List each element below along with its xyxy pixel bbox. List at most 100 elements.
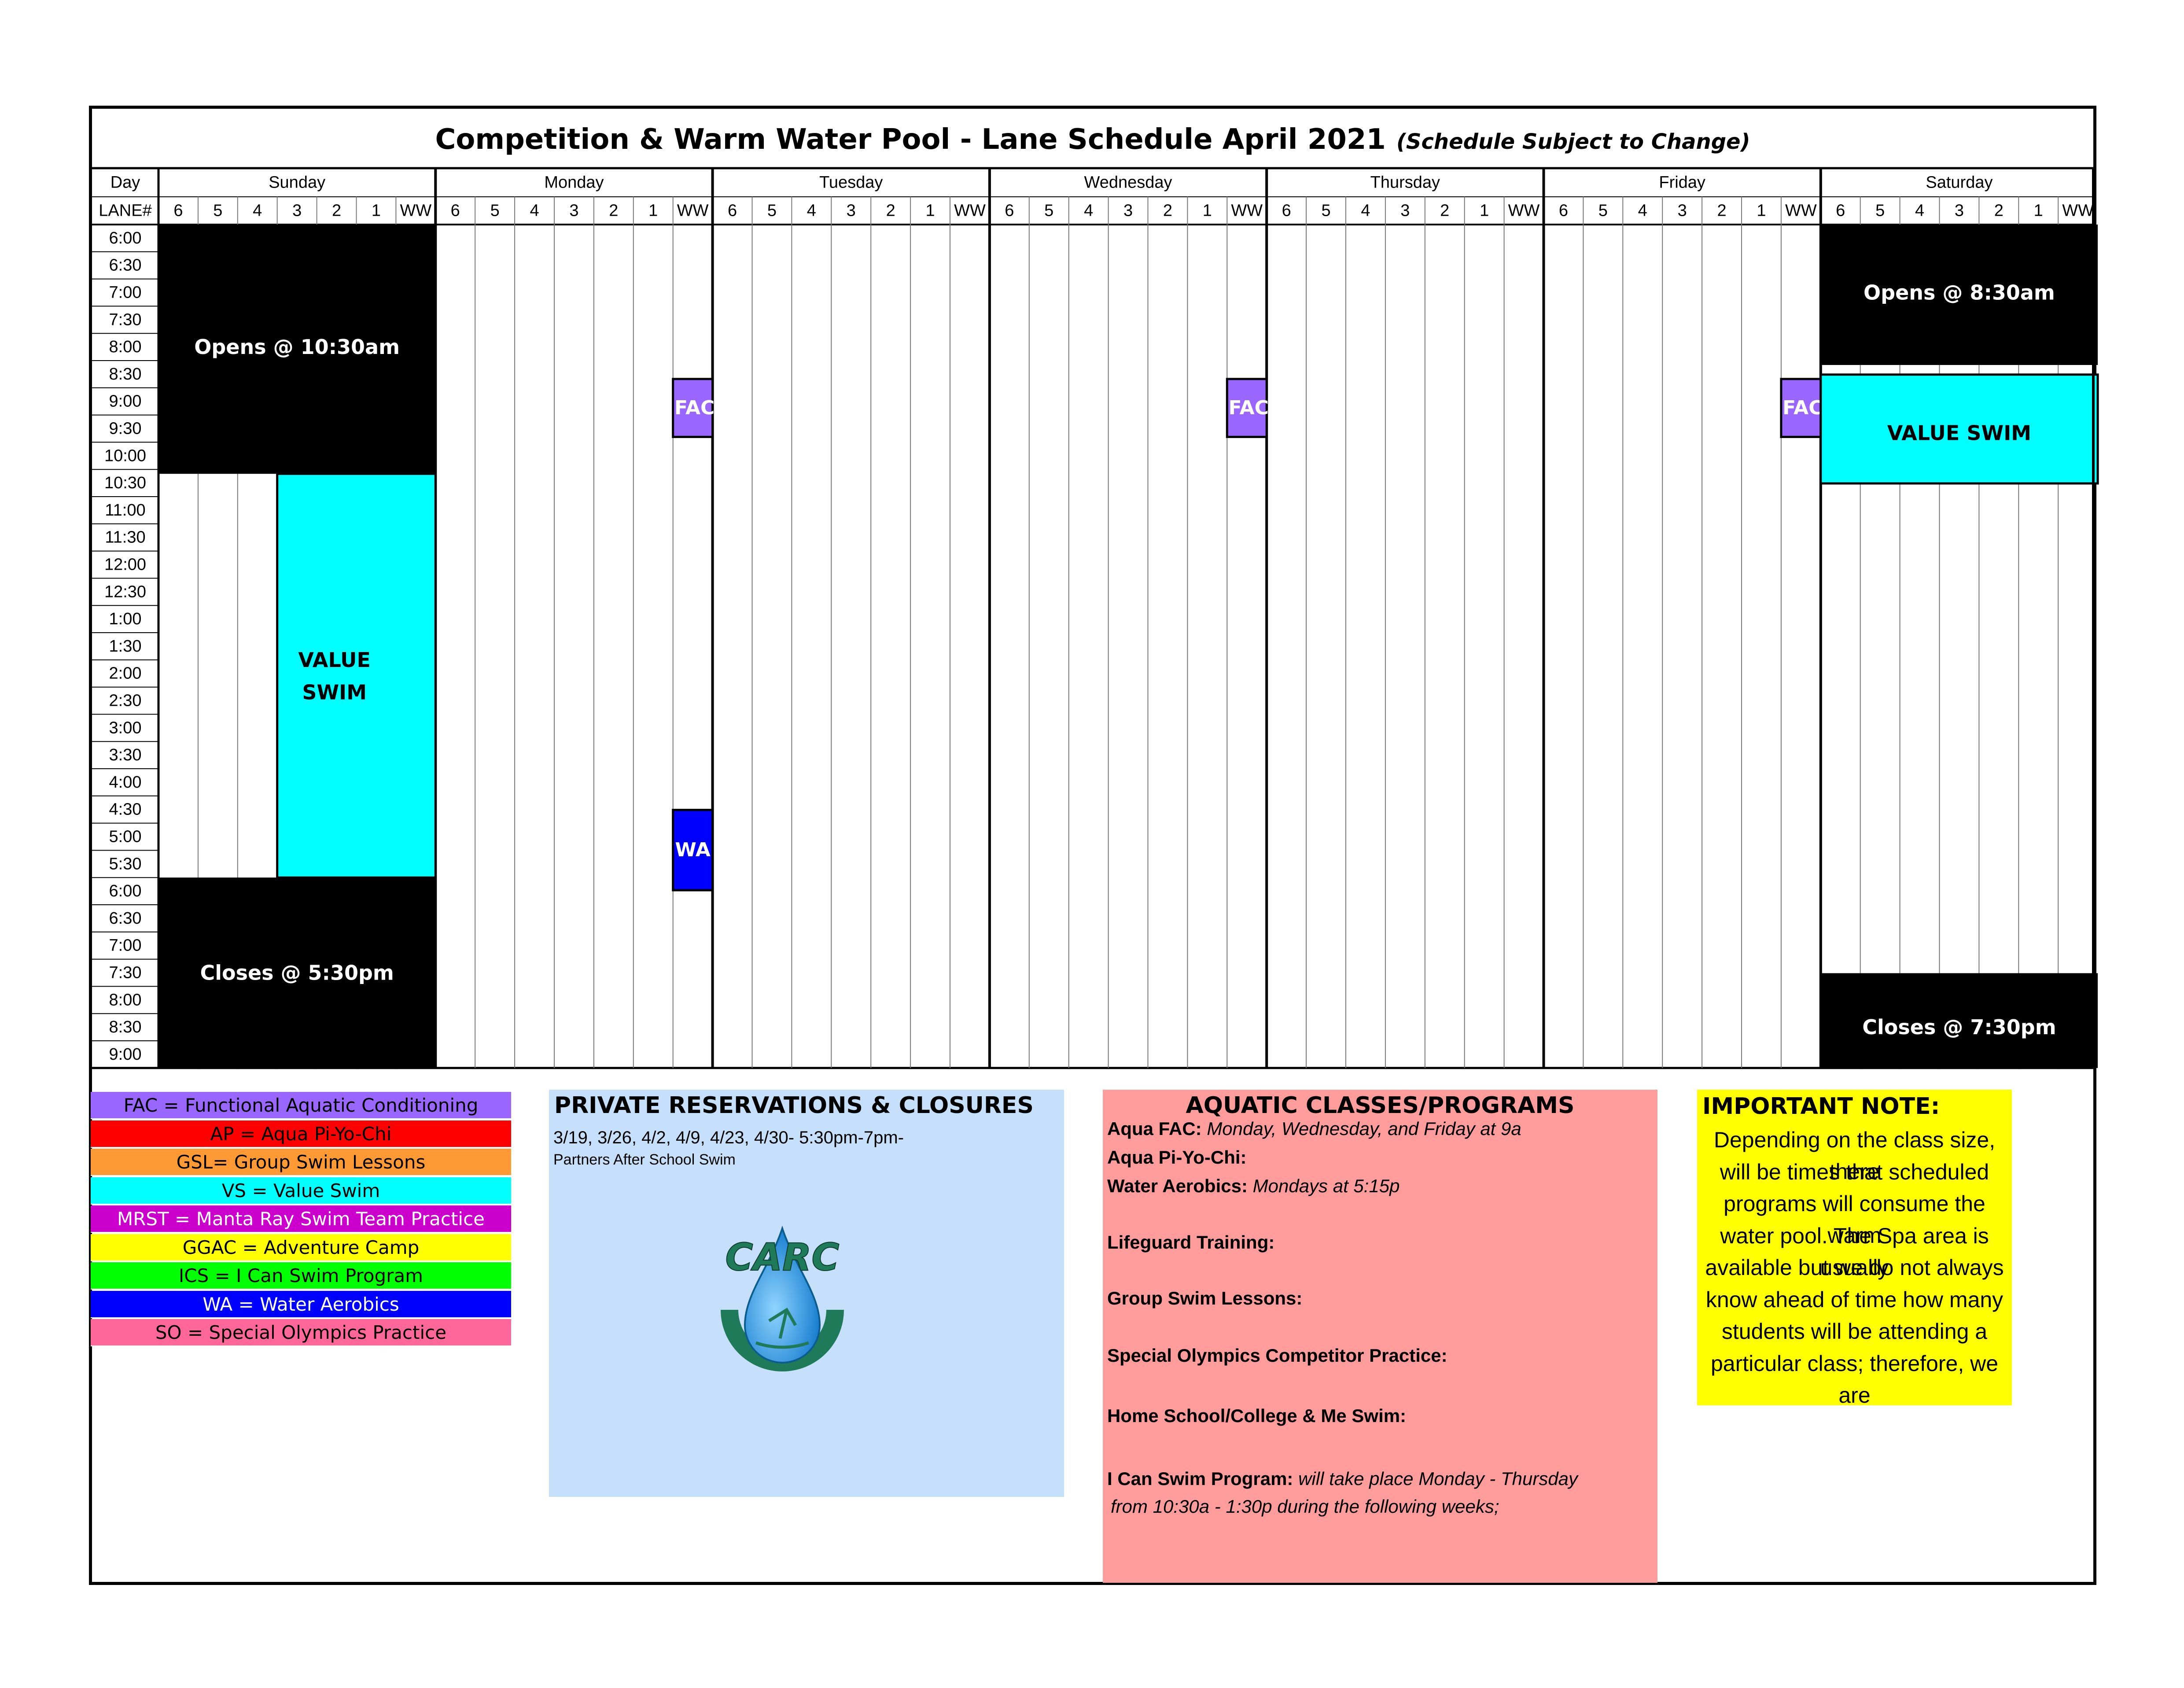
sunday-value-swim <box>276 472 437 879</box>
time-label-3: 7:30 <box>109 310 142 329</box>
lane-header-friday-3: 3 <box>1678 202 1687 220</box>
private-note: Partners After School Swim <box>553 1151 736 1168</box>
lane-header-thursday-ww: WW <box>1508 202 1540 220</box>
page-title: Competition & Warm Water Pool - Lane Sch… <box>92 111 2093 168</box>
day-header-saturday: Saturday <box>1926 173 1992 192</box>
lane-header-saturday-5: 5 <box>1875 202 1885 220</box>
lane-header-thursday-1: 1 <box>1480 202 1489 220</box>
time-label-24: 6:00 <box>109 882 142 900</box>
time-label-22: 5:00 <box>109 828 142 846</box>
saturday-value-swim <box>1819 373 2099 485</box>
lane-header-monday-5: 5 <box>490 202 500 220</box>
aquatic-item-detail: will take place Monday - Thursday <box>1293 1468 1578 1489</box>
fac-label-wednesday: FAC <box>1229 397 1269 419</box>
aquatic-item-label: Aqua FAC: <box>1107 1118 1202 1139</box>
lane-header-monday-4: 4 <box>530 202 539 220</box>
title-main: Competition & Warm Water Pool - Lane Sch… <box>435 123 1386 156</box>
aquatic-item-3: Lifeguard Training: <box>1107 1230 1274 1255</box>
aquatic-item-label: Group Swim Lessons: <box>1107 1288 1303 1308</box>
lane-header-label: LANE# <box>99 202 151 220</box>
time-label-16: 2:00 <box>109 664 142 683</box>
lane-header-tuesday-4: 4 <box>807 202 816 220</box>
logo-text: CARC <box>725 1235 839 1279</box>
legend-item-4: MRST = Manta Ray Swim Team Practice <box>91 1205 511 1233</box>
time-label-12: 12:00 <box>104 556 146 574</box>
lane-header-monday-2: 2 <box>609 202 618 220</box>
day-header-monday: Monday <box>544 173 604 192</box>
time-label-25: 6:30 <box>109 909 142 928</box>
legend-item-1: AP = Aqua Pi-Yo-Chi <box>91 1120 511 1148</box>
lane-header-friday-6: 6 <box>1559 202 1568 220</box>
lane-header-saturday-2: 2 <box>1994 202 2004 220</box>
carc-logo: CARC <box>721 1225 844 1371</box>
lane-header-saturday-4: 4 <box>1915 202 1924 220</box>
time-label-8: 10:00 <box>104 446 146 465</box>
lane-header-tuesday-ww: WW <box>954 202 986 220</box>
logo-drop <box>744 1225 821 1364</box>
lane-header-friday-1: 1 <box>1757 202 1766 220</box>
saturday-closed-evening <box>1820 973 2098 1068</box>
lane-header-saturday-1: 1 <box>2034 202 2043 220</box>
aquatic-heading: AQUATIC CLASSES/PROGRAMS <box>1186 1092 1575 1119</box>
saturday-open-label: Opens @ 8:30am <box>1864 281 2055 305</box>
time-label-7: 9:30 <box>109 420 142 438</box>
day-header-thursday: Thursday <box>1370 173 1440 192</box>
time-label-11: 11:30 <box>105 528 145 547</box>
logo-swimmer <box>755 1308 810 1349</box>
lane-header-wednesday-3: 3 <box>1123 202 1133 220</box>
note-line-3: water pool. The Spa area is usually <box>1720 1223 1989 1280</box>
title-note: (Schedule Subject to Change) <box>1396 129 1750 154</box>
important-note-panel: IMPORTANT NOTE: Depending on the class s… <box>1697 1090 2012 1408</box>
time-label-28: 8:00 <box>109 991 142 1009</box>
time-label-17: 2:30 <box>109 692 142 710</box>
sunday-closed-evening <box>158 877 436 1068</box>
time-label-30: 9:00 <box>109 1045 142 1064</box>
lane-header-sunday-3: 3 <box>292 202 302 220</box>
time-label-23: 5:30 <box>109 855 142 873</box>
time-label-26: 7:00 <box>109 936 142 955</box>
fac-block-monday <box>672 378 714 438</box>
aquatic-item-label: Water Aerobics: <box>1107 1176 1248 1196</box>
lane-header-thursday-5: 5 <box>1321 202 1330 220</box>
aquatic-item-2: Water Aerobics: Mondays at 5:15p <box>1107 1173 1400 1199</box>
lane-header-monday-3: 3 <box>569 202 578 220</box>
legend-item-6: ICS = I Can Swim Program <box>91 1262 511 1290</box>
wa-label-monday: WA <box>675 839 711 861</box>
day-header-label: Day <box>110 173 140 192</box>
lane-header-tuesday-3: 3 <box>847 202 856 220</box>
time-label-15: 1:30 <box>109 637 142 656</box>
time-label-4: 8:00 <box>109 338 142 356</box>
time-label-20: 4:00 <box>109 773 142 792</box>
legend-item-7: WA = Water Aerobics <box>91 1290 511 1318</box>
lane-header-tuesday-2: 2 <box>886 202 895 220</box>
time-label-2: 7:00 <box>109 284 142 302</box>
note-line-5: know ahead of time how many <box>1705 1287 2004 1312</box>
day-header-wednesday: Wednesday <box>1084 173 1172 192</box>
time-label-6: 9:00 <box>109 392 142 411</box>
lane-header-tuesday-5: 5 <box>767 202 777 220</box>
private-heading: PRIVATE RESERVATIONS & CLOSURES <box>554 1092 1034 1119</box>
time-label-0: 6:00 <box>109 229 142 247</box>
lane-header-monday-1: 1 <box>648 202 658 220</box>
legend-item-3: VS = Value Swim <box>91 1177 511 1205</box>
time-label-18: 3:00 <box>109 719 142 737</box>
time-label-27: 7:30 <box>109 964 142 982</box>
note-line-0: Depending on the class size, there <box>1713 1128 1996 1184</box>
lane-header-sunday-6: 6 <box>173 202 183 220</box>
note-line-7: particular class; therefore, we are <box>1710 1351 1999 1408</box>
lane-header-sunday-1: 1 <box>372 202 381 220</box>
time-label-19: 3:30 <box>109 746 142 764</box>
aquatic-item-1: Aqua Pi-Yo-Chi: <box>1107 1145 1247 1170</box>
time-label-29: 8:30 <box>109 1018 142 1036</box>
aquatic-item-label: Lifeguard Training: <box>1107 1232 1275 1253</box>
lane-header-thursday-2: 2 <box>1440 202 1449 220</box>
lane-header-wednesday-5: 5 <box>1044 202 1053 220</box>
lane-header-tuesday-1: 1 <box>925 202 935 220</box>
saturday-closed-morning <box>1820 225 2098 365</box>
lane-header-wednesday-1: 1 <box>1203 202 1212 220</box>
day-header-tuesday: Tuesday <box>819 173 883 192</box>
time-label-10: 11:00 <box>105 501 145 520</box>
lane-header-tuesday-6: 6 <box>728 202 737 220</box>
aquatic-item-detail: Monday, Wednesday, and Friday at 9a <box>1201 1118 1521 1139</box>
lane-header-wednesday-2: 2 <box>1163 202 1172 220</box>
